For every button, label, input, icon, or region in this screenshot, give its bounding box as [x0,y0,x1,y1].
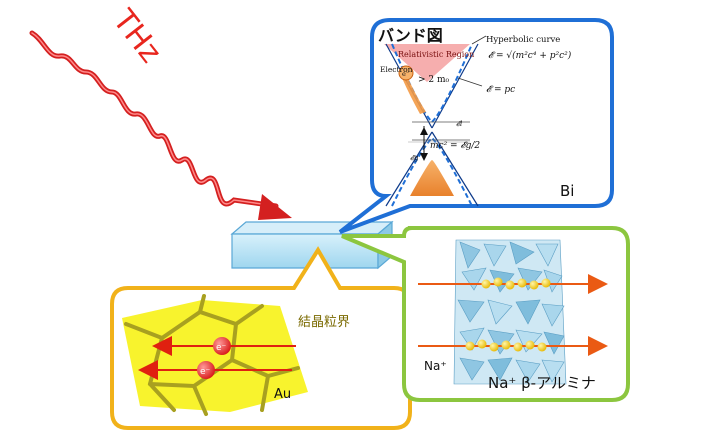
electron-symbol: e⁻ [402,70,409,78]
eps-g-label: 𝓔g [410,154,419,162]
thz-label: THz [105,3,168,70]
au-material-label: Au [274,387,291,402]
thz-arrowhead [258,194,292,220]
valence-band-fill [410,160,454,196]
relativistic-region [384,44,470,82]
thz-wave [29,30,292,220]
relativistic-label: Relativistic Region [398,50,474,59]
electron-icon [398,65,414,81]
au-grain-panel [110,246,412,430]
sodium-ions-upper [481,277,551,290]
gap-equation: mc² = 𝓔g/2 [430,141,480,151]
alumina-material-label: Na⁺ β-アルミナ [488,374,596,392]
hyperbolic-equation: 𝓔 = √(m²c⁴ + p²c²) [488,50,572,61]
grain-boundaries [124,294,300,416]
linear-equation: 𝓔 = pc [486,85,515,95]
sodium-ions-lower [465,339,547,352]
alumina-panel [341,226,630,402]
hyperbolic-label: Hyperbolic curve [486,35,560,45]
grain-boundary-label: 結晶粒界 [298,315,350,330]
electron-label-upper: e⁻ [216,343,227,353]
sodium-ion-label: Na⁺ [424,359,447,373]
band-diagram-title: バンド図 [378,26,443,45]
bi-material-label: Bi [560,182,574,200]
electron-icon-lower [197,361,215,379]
bi-band-panel [338,18,614,234]
electron-label: Electron [380,65,413,74]
electron-label-lower: e⁻ [200,367,211,377]
electron-mass-label: > 2 m₀ [418,75,450,85]
crystal-structure [453,239,567,385]
eps-l-label: 𝓔l [456,120,462,128]
electron-icon-upper [213,337,231,355]
